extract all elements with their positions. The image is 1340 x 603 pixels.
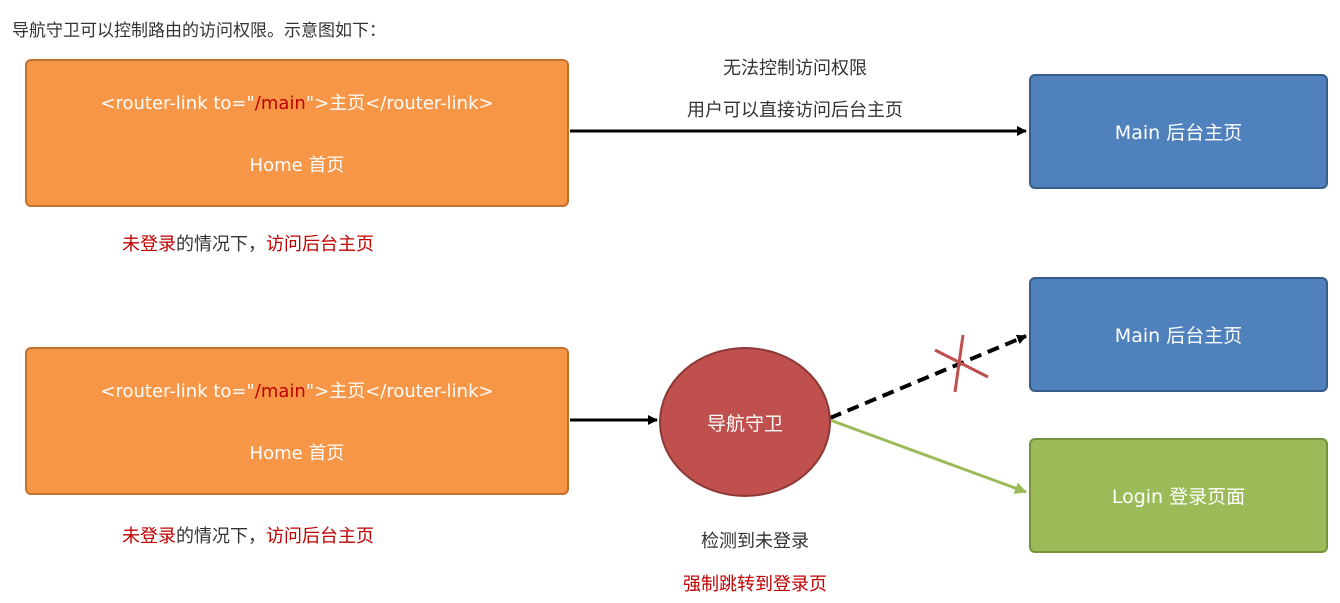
blocked-cross-icon: [934, 334, 989, 393]
guard-caption-redirect: 强制跳转到登录页: [683, 574, 827, 595]
home-title: Home 首页: [249, 155, 345, 176]
main-box-bottom: Main 后台主页: [1029, 277, 1328, 392]
redirect-login-arrow: [829, 418, 1027, 494]
login-box: Login 登录页面: [1029, 438, 1328, 553]
blocked-dashed-arrow: [829, 334, 1027, 420]
home-title: Home 首页: [249, 443, 345, 464]
arrow-label-2: 用户可以直接访问后台主页: [687, 100, 903, 121]
router-link-code: <router-link to="/main">主页</router-link>: [100, 93, 494, 114]
arrow-label-1: 无法控制访问权限: [723, 58, 867, 79]
navigation-guard-circle: 导航守卫: [659, 347, 831, 497]
intro-text: 导航守卫可以控制路由的访问权限。示意图如下：: [12, 21, 386, 41]
router-link-code: <router-link to="/main">主页</router-link>: [100, 381, 494, 402]
bottom-caption: 未登录的情况下，访问后台主页: [122, 526, 374, 547]
home-box-bottom: <router-link to="/main">主页</router-link>…: [25, 347, 569, 495]
top-caption: 未登录的情况下，访问后台主页: [122, 234, 374, 255]
guard-caption: 检测到未登录: [701, 531, 809, 552]
main-box-top: Main 后台主页: [1029, 74, 1328, 189]
home-box-top: <router-link to="/main">主页</router-link>…: [25, 59, 569, 207]
